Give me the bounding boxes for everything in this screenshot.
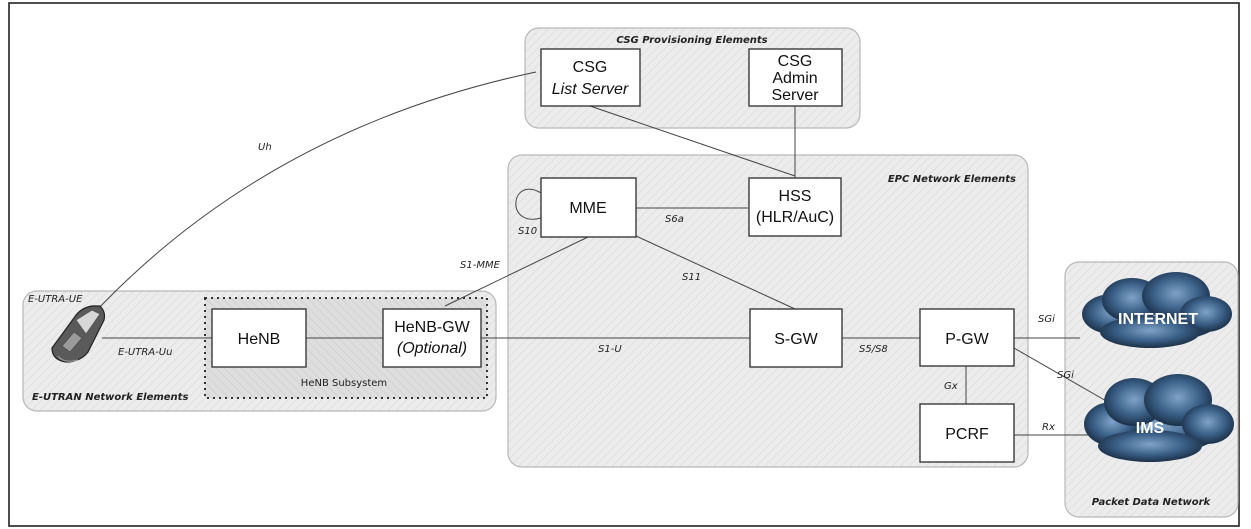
euu-label: E-UTRA-Uu <box>118 347 172 358</box>
s11-label: S11 <box>682 272 701 283</box>
sgi-internet-label: SGi <box>1038 314 1055 325</box>
sgw-node[interactable]: S-GW <box>749 308 843 368</box>
henbgw-line1: HeNB-GW <box>394 319 470 336</box>
hss-line2: (HLR/AuC) <box>756 209 834 226</box>
eutran-group-title: E-UTRAN Network Elements <box>32 392 188 403</box>
ims-label: IMS <box>1136 420 1165 437</box>
csg-admin-server-line2: Admin <box>772 70 817 87</box>
s10-label: S10 <box>518 226 537 237</box>
s6a-label: S6a <box>665 214 684 225</box>
csg-list-server-line1: CSG <box>573 59 608 76</box>
hss-line1: HSS <box>779 188 812 205</box>
csglist-hss-link <box>589 105 796 177</box>
sgi-ims-label: SGi <box>1057 370 1074 381</box>
hss-node[interactable]: HSS (HLR/AuC) <box>748 177 842 237</box>
csg-group-title: CSG Provisioning Elements <box>616 35 767 46</box>
internet-cloud-icon <box>1082 272 1232 348</box>
henb-subsystem-label: HeNB Subsystem <box>301 378 387 389</box>
csg-admin-server-line1: CSG <box>778 53 813 70</box>
csg-list-server-line2: List Server <box>552 81 629 98</box>
uh-label: Uh <box>258 142 272 153</box>
internet-label: INTERNET <box>1118 311 1198 328</box>
pcrf-node[interactable]: PCRF <box>919 403 1015 463</box>
pgw-label: P-GW <box>945 331 989 348</box>
mme-node[interactable]: MME <box>540 177 637 238</box>
sgw-label: S-GW <box>774 331 818 348</box>
outer-frame <box>8 2 1240 527</box>
henbgw-line2: (Optional) <box>397 340 467 357</box>
s1mme-link <box>444 236 589 307</box>
links <box>81 71 1109 436</box>
henbgw-node[interactable]: HeNB-GW (Optional) <box>382 308 482 368</box>
sgi-ims-link <box>1013 347 1109 403</box>
henb-label: HeNB <box>238 331 281 348</box>
mobile-phone-icon <box>51 305 106 363</box>
s10-loop <box>515 188 542 220</box>
henb-node[interactable]: HeNB <box>211 308 307 368</box>
csg-admin-server-line3: Server <box>771 87 819 104</box>
epc-group-title: EPC Network Elements <box>888 174 1016 185</box>
s5s8-label: S5/S8 <box>859 344 888 355</box>
uh-link <box>81 71 537 327</box>
ue-label: E-UTRA-UE <box>28 294 83 305</box>
ims-cloud-icon <box>1084 374 1234 462</box>
gx-label: Gx <box>944 381 958 392</box>
s1mme-label: S1-MME <box>460 260 501 271</box>
csg-list-server-node[interactable]: CSG List Server <box>540 48 641 107</box>
s11-link <box>635 235 796 310</box>
ue-node[interactable]: E-UTRA-UE <box>28 294 106 363</box>
mme-label: MME <box>569 200 606 217</box>
ims-cloud[interactable]: IMS <box>1084 374 1234 462</box>
internet-cloud[interactable]: INTERNET <box>1082 272 1232 348</box>
csg-admin-server-node[interactable]: CSG Admin Server <box>748 48 843 107</box>
pgw-node[interactable]: P-GW <box>919 308 1015 367</box>
rx-label: Rx <box>1042 422 1055 433</box>
s1u-label: S1-U <box>598 344 622 355</box>
interface-labels: Uh S10 S6a S1-MME S11 S1-U S5/S8 SGi SGi… <box>118 142 1074 433</box>
pcrf-label: PCRF <box>945 426 989 443</box>
pdn-group-title: Packet Data Network <box>1092 497 1212 508</box>
